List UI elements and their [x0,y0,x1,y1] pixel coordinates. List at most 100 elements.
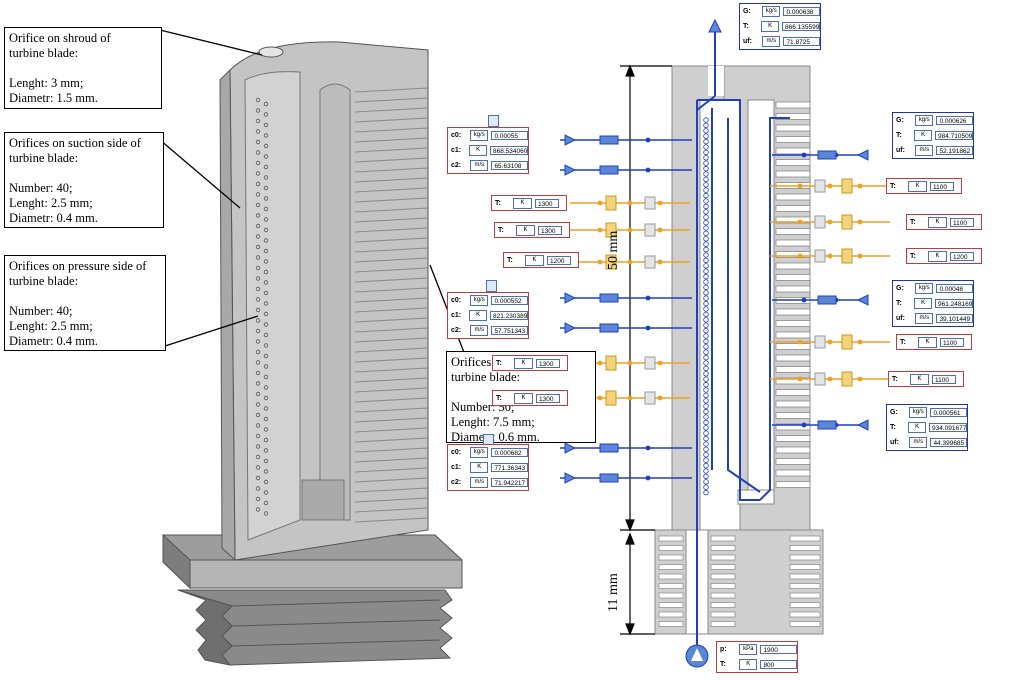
unit-selector[interactable]: kg/s [470,447,489,458]
parameter-value[interactable]: 1900 [760,645,797,654]
parameter-value[interactable]: 0.00055 [491,131,528,140]
parameter-value[interactable]: 771.36343 [491,463,528,472]
parameter-value[interactable]: 52.191862 [936,146,973,155]
parameter-value[interactable]: 984.710509 [935,131,973,140]
unit-selector[interactable]: K [514,357,533,369]
unit-selector[interactable]: m/s [909,437,928,448]
parameter-label: uf: [896,147,905,154]
unit-selector[interactable]: kg/s [909,407,928,418]
unit-selector[interactable]: m/s [470,160,489,171]
parameter-value[interactable]: 961.248169 [935,299,973,308]
unit-selector[interactable]: K [928,250,947,262]
callout-line: Lenght: 2.5 mm; [9,196,93,210]
unit-selector[interactable]: m/s [915,313,934,324]
parameter-value[interactable]: 39.101449 [936,314,973,323]
parameter-label: T: [890,424,896,431]
parameter-value[interactable]: 934.091677 [929,423,967,432]
unit-selector[interactable]: m/s [915,145,934,156]
unit-selector[interactable]: K [914,130,932,141]
parameter-value[interactable]: 65.63108 [491,161,528,170]
parameter-value[interactable]: 0.000638 [783,7,820,16]
unit-selector[interactable]: K [908,180,927,192]
unit-selector[interactable]: m/s [470,325,489,336]
parameter-label: T: [910,218,916,226]
unit-selector[interactable]: m/s [762,36,781,47]
parameter-value[interactable]: 1100 [932,374,956,384]
parameter-value[interactable]: 71.8725 [783,37,820,46]
parameter-value[interactable]: 1300 [535,198,559,208]
parameter-value[interactable]: 868.534060 [490,146,528,155]
parameter-value[interactable]: 44.399685 [930,438,967,447]
callout-line: Orifice on shroud of [9,31,111,45]
parameter-label: T: [890,182,896,190]
parameter-value[interactable]: 0.000561 [930,408,967,417]
unit-selector[interactable]: K [469,145,487,156]
parameter-value[interactable]: 1200 [950,251,974,261]
parameter-value[interactable]: 1100 [930,181,954,191]
dimension-50mm: 50 mm [606,230,621,270]
parameter-value[interactable]: 0.00048 [936,284,973,293]
parameter-value[interactable]: 1100 [950,217,974,227]
unit-selector[interactable]: K [525,254,544,266]
parameter-label: uf: [896,315,905,322]
root-serrations [658,535,821,627]
parameter-value[interactable]: 0.000626 [936,116,973,125]
calculator-icon[interactable] [488,115,499,127]
parameter-label: c2: [451,327,462,334]
unit-selector[interactable]: K [516,224,535,236]
parameter-value[interactable]: 866.135599 [782,22,820,31]
unit-selector[interactable]: K [928,216,947,228]
parameter-value[interactable]: 1300 [536,393,560,403]
unit-selector[interactable]: K [513,197,532,209]
unit-selector[interactable]: K [761,21,779,32]
parameter-value[interactable]: 1200 [547,255,571,265]
unit-selector[interactable]: kg/s [915,283,934,294]
calculator-icon[interactable] [486,280,497,292]
callout-line: turbine blade: [9,151,79,165]
unit-selector[interactable]: m/s [470,477,489,488]
unit-selector[interactable]: kPa [739,644,758,655]
unit-selector[interactable]: K [910,373,929,385]
unit-selector[interactable]: K [470,462,489,473]
parameter-label: G: [896,117,904,124]
unit-selector[interactable]: kg/s [470,130,489,141]
unit-selector[interactable]: K [908,422,926,433]
unit-selector[interactable]: K [739,659,758,670]
parameter-value[interactable]: 800 [760,660,797,669]
trailing-edge-ribs [354,87,429,523]
callout-line: Diametr: 0.4 mm. [9,211,98,225]
unit-selector[interactable]: kg/s [915,115,934,126]
parameter-value[interactable]: 57.751343 [491,326,528,335]
unit-selector[interactable]: K [514,392,533,404]
suction-orifices [255,97,261,512]
parameter-value[interactable]: 1300 [536,358,560,368]
parameter-value[interactable]: 0.000552 [491,296,528,305]
callout-line: Diametr: 0.6 mm. [451,430,540,444]
parameter-value[interactable]: 821.230389 [490,311,528,320]
parameter-value[interactable]: 1100 [940,337,964,347]
parameter-value[interactable]: 0.000682 [491,448,528,457]
unit-selector[interactable]: kg/s [470,295,489,306]
unit-selector[interactable]: K [918,336,937,348]
unit-selector[interactable]: K [469,310,487,321]
unit-selector[interactable]: kg/s [762,6,781,17]
unit-selector[interactable]: K [914,298,932,309]
parameter-value[interactable]: 1300 [538,225,562,235]
parameter-value[interactable]: 71.942217 [491,478,528,487]
